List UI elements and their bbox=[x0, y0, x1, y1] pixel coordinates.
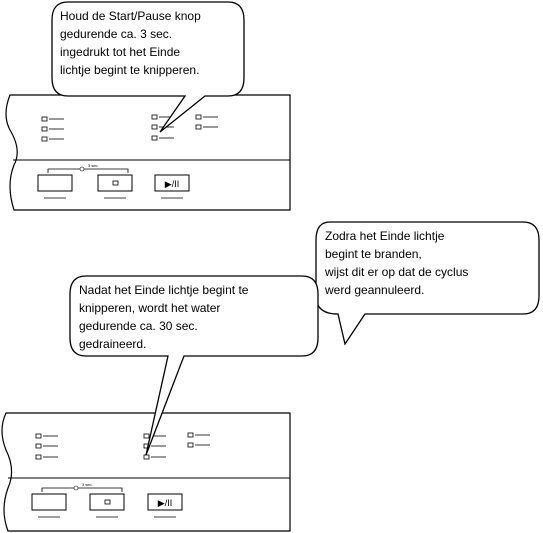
panel-1-button-left[interactable] bbox=[37, 174, 73, 192]
key-icon bbox=[79, 166, 85, 172]
start-pause-icon: ▶/II bbox=[158, 498, 172, 508]
bubble-top-shape bbox=[51, 1, 245, 133]
callout-bubble-left: Nadat het Einde lichtje begint te knippe… bbox=[69, 275, 319, 456]
lock-label: 3 sec. bbox=[88, 163, 99, 168]
callout-bubble-top: Houd de Start/Pause knop gedurende ca. 3… bbox=[51, 1, 245, 133]
panel-1-indicators-right bbox=[195, 114, 218, 130]
bubble-left-line-3: gedurende ca. 30 sec. bbox=[79, 319, 198, 333]
key-icon bbox=[73, 485, 79, 491]
panel-2-indicators-left bbox=[35, 433, 58, 460]
panel-2-indicators-right bbox=[187, 432, 210, 448]
panel-2-lock-bracket: 3 sec. bbox=[41, 482, 123, 492]
panel-2-outline bbox=[1, 412, 291, 532]
bubble-top-line-1: Houd de Start/Pause knop bbox=[60, 9, 201, 23]
panel-2-button-left[interactable] bbox=[31, 493, 67, 511]
bubble-right-line-2: begint te branden, bbox=[325, 247, 422, 261]
bubble-top-line-2: gedurende ca. 3 sec. bbox=[60, 27, 172, 41]
panel-1-start-pause-button[interactable] bbox=[154, 174, 190, 192]
panel-1-lock-bracket: 3 sec. bbox=[47, 163, 129, 173]
bubble-top-line-4: lichtje begint te knipperen. bbox=[60, 63, 199, 77]
bubble-top-line-3: ingedrukt tot het Einde bbox=[60, 45, 180, 59]
control-panel-1: 3 sec. ▶/II bbox=[5, 94, 291, 211]
bubble-left-shape bbox=[69, 275, 319, 456]
panel-1-outline bbox=[5, 94, 291, 211]
panel-2-button-middle[interactable] bbox=[89, 493, 125, 511]
panel-1-button-middle[interactable] bbox=[97, 174, 133, 192]
panel-1-indicators-left bbox=[41, 116, 64, 142]
bubble-right-shape bbox=[315, 221, 540, 346]
bubble-left-line-4: gedraineerd. bbox=[79, 337, 146, 351]
start-pause-icon: ▶/II bbox=[165, 179, 179, 189]
callout-bubble-right: Zodra het Einde lichtje begint te brande… bbox=[315, 221, 540, 346]
bubble-right-line-1: Zodra het Einde lichtje bbox=[325, 229, 445, 243]
panel-2-start-pause-button[interactable] bbox=[147, 493, 183, 511]
bubble-left-line-1: Nadat het Einde lichtje begint te bbox=[79, 283, 249, 297]
lock-label: 3 sec. bbox=[82, 482, 93, 487]
bubble-left-line-2: knipperen, wordt het water bbox=[79, 301, 220, 315]
bubble-right-line-3: wijst dit er op dat de cyclus bbox=[324, 265, 468, 279]
control-panel-2: 3 sec. ▶/II bbox=[1, 412, 291, 532]
panel-1-end-light bbox=[151, 135, 158, 141]
bubble-right-line-4: werd geannuleerd. bbox=[324, 283, 424, 297]
